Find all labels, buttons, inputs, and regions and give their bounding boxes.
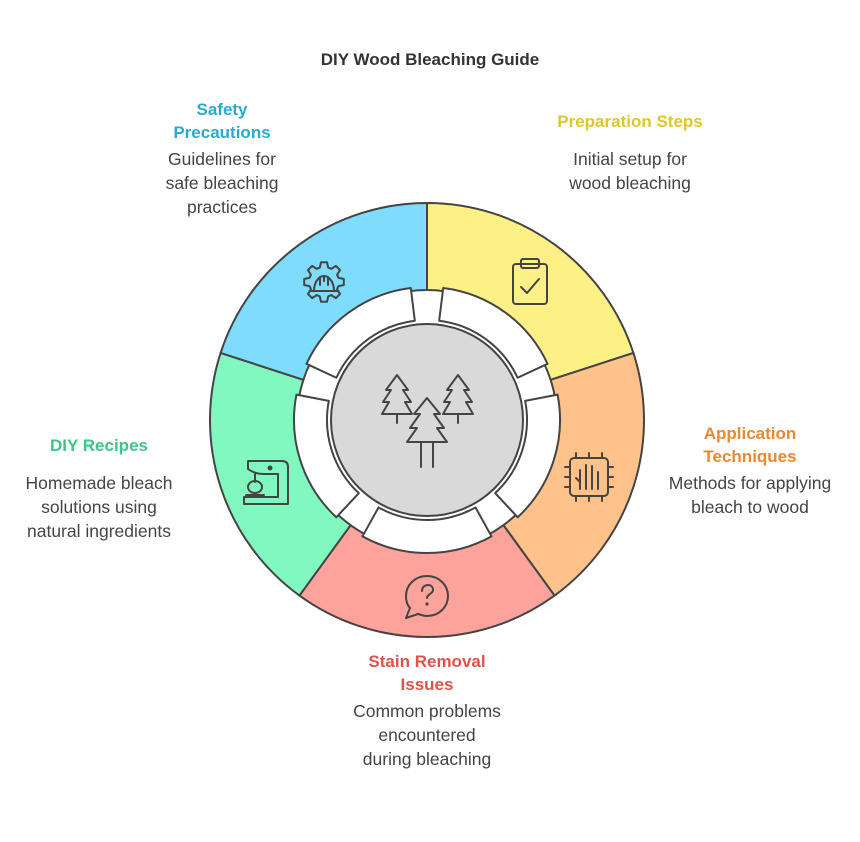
inner-ring-piece [305,286,416,379]
recipes-title: DIY Recipes [50,436,148,455]
question-bubble-icon [405,575,449,619]
pine-trees-icon [381,374,474,468]
stain-description: Common problems encountered during bleac… [353,701,501,769]
inner-ring-piece [293,393,360,519]
preparation-title: Preparation Steps [557,112,703,131]
inner-ring-piece [494,393,561,519]
center-circle [330,323,524,517]
inner-ring [293,286,561,554]
label-stain: Stain Removal Issues Common problems enc… [337,650,517,771]
safety-title: Safety Precautions [173,100,271,142]
stand-mixer-icon [243,460,289,505]
preparation-description: Initial setup for wood bleaching [569,149,691,193]
gear-helmet-icon [303,261,345,303]
application-title: Application Techniques [703,424,797,466]
label-safety: Safety Precautions Guidelines for safe b… [142,98,302,219]
recipes-description: Homemade bleach solutions using natural … [25,473,173,541]
clipboard-check-icon [512,258,548,305]
page-title: DIY Wood Bleaching Guide [320,50,540,69]
label-recipes: DIY Recipes Homemade bleach solutions us… [18,434,180,543]
label-application: Application Techniques Methods for apply… [660,422,840,519]
stain-title: Stain Removal Issues [368,652,486,694]
safety-description: Guidelines for safe bleaching practices [165,149,279,217]
inner-ring-piece [438,286,549,379]
hand-chip-icon [564,452,614,502]
application-description: Methods for applying bleach to wood [668,473,832,517]
label-preparation: Preparation Steps Initial setup for wood… [530,110,730,195]
inner-ring-piece [361,506,493,554]
